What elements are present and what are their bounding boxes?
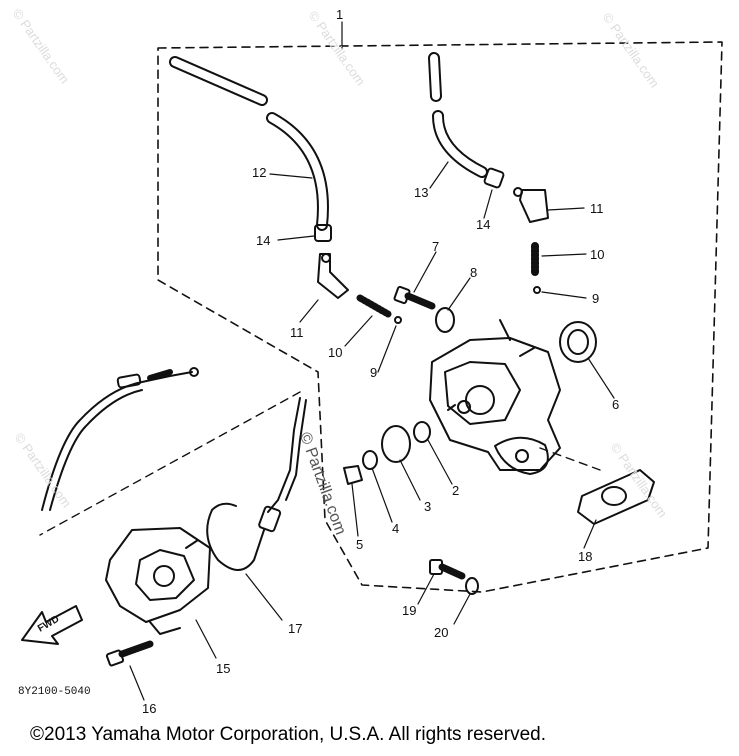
- leader-9b: [541, 291, 587, 299]
- callout-12: 12: [252, 165, 267, 180]
- plate-3: [381, 425, 411, 463]
- assembly-boundary: [157, 41, 723, 593]
- ball-9-left: [394, 316, 402, 324]
- seal-6: [559, 321, 597, 363]
- callout-1: 1: [336, 7, 344, 22]
- leader-3: [399, 459, 421, 501]
- callout-18: 18: [578, 549, 593, 564]
- callout-20: 20: [434, 625, 449, 640]
- bolt-7: [393, 285, 436, 310]
- oil-pump-body: [429, 319, 561, 475]
- callout-14-left: 14: [256, 233, 271, 248]
- callout-10-left: 10: [328, 345, 343, 360]
- leader-10b: [541, 253, 587, 257]
- leader-9a: [377, 325, 397, 373]
- callout-6: 6: [612, 397, 620, 412]
- diagram-part-code: 8Y2100-5040: [18, 686, 91, 698]
- throttle-cable: [41, 367, 199, 511]
- callout-3: 3: [424, 499, 432, 514]
- leader-20: [453, 593, 471, 625]
- clip-14-right: [483, 167, 505, 189]
- callout-14-right: 14: [476, 217, 491, 232]
- callout-19: 19: [402, 603, 417, 618]
- hose-13: [428, 52, 488, 178]
- callout-11-right: 11: [590, 201, 604, 216]
- copyright-notice: ©2013 Yamaha Motor Corporation, U.S.A. A…: [30, 724, 546, 745]
- gasket-18: [577, 469, 655, 525]
- washer-20: [465, 577, 479, 595]
- leader-12: [269, 173, 313, 179]
- callout-5: 5: [356, 537, 364, 552]
- leader-11b: [547, 207, 585, 211]
- leader-8: [447, 277, 471, 311]
- pump-cable-17: [206, 397, 307, 571]
- callout-15: 15: [216, 661, 231, 676]
- leader-16: [129, 665, 145, 701]
- callout-9-left: 9: [370, 365, 378, 380]
- leader-4: [371, 467, 393, 523]
- pump-cover-15: [105, 527, 211, 635]
- fwd-arrow-icon: [21, 605, 83, 645]
- callout-7: 7: [432, 239, 440, 254]
- leader-17: [245, 573, 283, 621]
- callout-17: 17: [288, 621, 303, 636]
- leader-dashed-1: [39, 391, 301, 536]
- fitting-11-left: [317, 253, 349, 299]
- bolt-16: [105, 640, 154, 667]
- spring-10-left: [356, 294, 392, 318]
- callout-9-right: 9: [592, 291, 600, 306]
- callout-2: 2: [452, 483, 460, 498]
- bolt-19: [429, 559, 466, 580]
- leader-dashed-2: [539, 447, 601, 471]
- washer-8: [435, 307, 455, 333]
- clip-14-left: [314, 224, 332, 242]
- leader-5: [351, 483, 359, 537]
- callout-4: 4: [392, 521, 400, 536]
- leader-2: [427, 439, 453, 485]
- leader-7: [413, 251, 437, 293]
- leader-14b: [483, 189, 493, 219]
- leader-13: [429, 161, 449, 189]
- leader-11a: [299, 299, 319, 323]
- callout-13: 13: [414, 185, 429, 200]
- leader-6: [587, 357, 615, 399]
- washer-2: [413, 421, 431, 443]
- leader-14a: [277, 235, 315, 241]
- washer-4: [362, 450, 378, 470]
- callout-16: 16: [142, 701, 157, 716]
- callout-8: 8: [470, 265, 478, 280]
- leader-15: [195, 619, 217, 659]
- hose-12: [169, 56, 329, 231]
- leader-19: [417, 573, 435, 605]
- nut-5: [343, 465, 363, 485]
- leader-18: [583, 519, 597, 549]
- callout-11-left: 11: [290, 325, 304, 340]
- leader-10a: [344, 315, 373, 347]
- callout-10-right: 10: [590, 247, 605, 262]
- ball-9-right: [533, 286, 541, 294]
- fitting-11-right: [513, 187, 549, 223]
